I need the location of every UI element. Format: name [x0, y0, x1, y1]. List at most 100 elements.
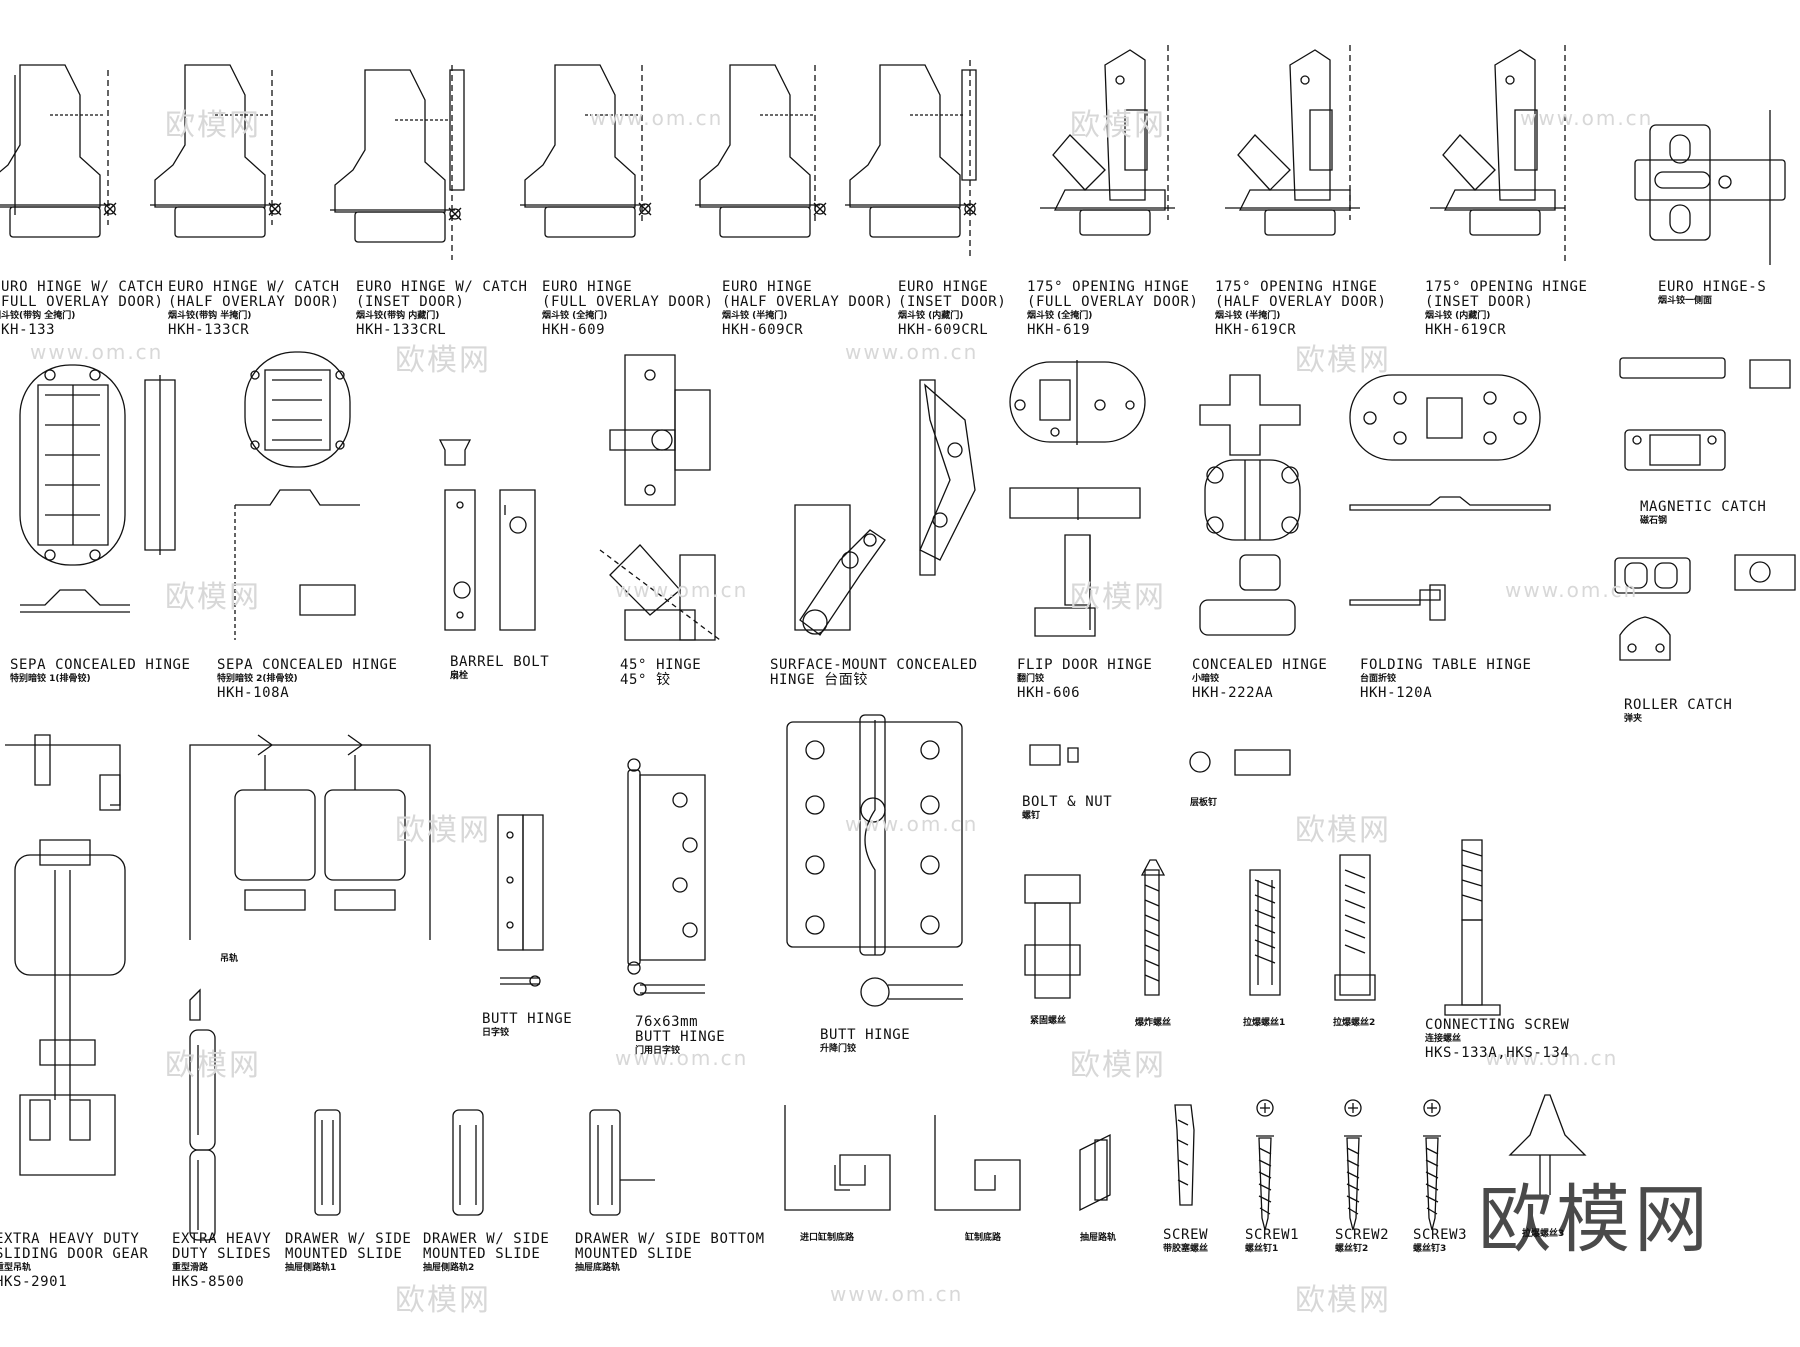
caption-cn: 烟斗铰 (全掩门)	[542, 311, 608, 321]
magnetic-catch	[1620, 358, 1790, 470]
caption-line: EURO HINGE-S	[1658, 279, 1767, 295]
caption-code: HKS-2901	[0, 1274, 68, 1290]
watermark: www.om.cn	[1485, 1046, 1619, 1070]
euro-hinge-hkh-609	[519, 64, 652, 238]
watermark: 欧模网	[1295, 1283, 1391, 1318]
hinge-175-hkh-619	[1039, 45, 1176, 236]
caption-cn: 烟斗铰(带钩 半掩门)	[168, 311, 252, 321]
caption-line: MOUNTED SLIDE	[575, 1246, 693, 1262]
watermark: www.om.cn	[30, 340, 164, 364]
caption-line: FLIP DOOR HINGE	[1017, 657, 1153, 673]
bolt-and-nut-fastener	[1025, 745, 1080, 998]
caption-line: (HALF OVERLAY DOOR)	[1215, 294, 1387, 310]
caption: 缸制底路	[965, 1232, 1001, 1245]
caption-line: 76x63mm	[635, 1014, 699, 1030]
watermark: www.om.cn	[1520, 106, 1654, 130]
barrel-bolt	[440, 440, 535, 630]
caption-line: FOLDING TABLE HINGE	[1360, 657, 1532, 673]
watermark: 欧模网	[1070, 580, 1166, 615]
caption-line: 175° OPENING HINGE	[1215, 279, 1378, 295]
caption: 紧固螺丝	[1030, 1015, 1066, 1028]
caption-line: 175° OPENING HINGE	[1027, 279, 1190, 295]
surface-mount-concealed-hinge	[795, 380, 975, 635]
euro-hinge-hkh-133cr	[149, 64, 282, 238]
caption-line: 175° OPENING HINGE	[1425, 279, 1588, 295]
sepa-concealed-hinge-2	[235, 352, 505, 640]
screw-3	[1422, 1099, 1442, 1231]
imported-steel-bottom-runner	[785, 1105, 890, 1210]
caption-code: HKH-120A	[1360, 685, 1433, 701]
caption-cn: 螺丝钉2	[1335, 1244, 1369, 1254]
caption: EURO HINGE W/ CATCH(HALF OVERLAY DOOR)烟斗…	[168, 280, 340, 338]
caption-cn: 烟斗铰 (全掩门)	[1027, 311, 1093, 321]
pull-expansion-screw-2	[1335, 855, 1375, 1000]
caption: 爆炸螺丝	[1135, 1017, 1171, 1030]
caption-code: HKS-133A,HKS-134	[1425, 1045, 1570, 1061]
caption-cn: 连接螺丝	[1425, 1034, 1462, 1044]
watermark: www.om.cn	[830, 1282, 964, 1306]
watermark: www.om.cn	[845, 812, 979, 836]
caption-line: (HALF OVERLAY DOOR)	[168, 294, 340, 310]
caption: 拉爆螺丝2	[1333, 1017, 1375, 1030]
caption-line: (INSET DOOR)	[898, 294, 1007, 310]
flip-door-hinge	[1010, 360, 1145, 636]
hanging-track	[190, 735, 430, 940]
shelf-pin	[1190, 750, 1290, 775]
caption-cn: 吊轨	[220, 954, 239, 964]
watermark: 欧模网	[395, 813, 491, 848]
caption-line: CONNECTING SCREW	[1425, 1017, 1570, 1033]
caption-line: EURO HINGE	[722, 279, 813, 295]
caption-cn: 磁石钢	[1640, 516, 1668, 526]
caption-line: BARREL BOLT	[450, 654, 550, 670]
caption-line: DUTY SLIDES	[172, 1246, 272, 1262]
butt-hinge-76x63	[628, 759, 705, 995]
caption-cn: 弹夹	[1624, 714, 1643, 724]
caption-line: EXTRA HEAVY DUTY	[0, 1231, 140, 1247]
caption: 吊轨	[220, 953, 238, 966]
caption-cn: 烟斗铰 (半掩门)	[722, 311, 788, 321]
caption-line: EURO HINGE W/ CATCH	[356, 279, 528, 295]
caption-cn: 日字铰	[482, 1028, 510, 1038]
caption: 175° OPENING HINGE(INSET DOOR)烟斗铰 (内藏门)H…	[1425, 280, 1588, 338]
caption-line: SURFACE-MOUNT CONCEALED	[770, 657, 978, 673]
caption-cn: 特别暗铰 2(排骨铰)	[217, 674, 298, 684]
watermark: www.om.cn	[590, 106, 724, 130]
caption-line: EURO HINGE W/ CATCH	[168, 279, 340, 295]
caption-cn: 拉爆螺丝3	[1522, 1229, 1565, 1239]
caption-cn: 螺丝钉3	[1413, 1244, 1447, 1254]
caption-cn: 特别暗铰 1(排骨铰)	[10, 674, 91, 684]
watermark: 欧模网	[1295, 813, 1391, 848]
watermark: www.om.cn	[615, 1046, 749, 1070]
watermark: 欧模网	[165, 1048, 261, 1083]
caption-line: MOUNTED SLIDE	[423, 1246, 541, 1262]
caption: 进口缸制底路	[800, 1232, 854, 1245]
caption-cn: 拉爆螺丝1	[1243, 1018, 1286, 1028]
caption-cn: 抽屉路轨	[1080, 1233, 1117, 1243]
caption-line: EXTRA HEAVY	[172, 1231, 272, 1247]
drawer-side-mounted-slide-1	[315, 1110, 340, 1215]
caption-code: HKH-133	[0, 322, 56, 338]
caption-line: (INSET DOOR)	[356, 294, 465, 310]
caption-code: HKH-133CRL	[356, 322, 447, 338]
drawer-side-mounted-slide-2	[453, 1110, 483, 1215]
caption-line: SCREW2	[1335, 1227, 1390, 1243]
extra-heavy-duty-sliding-door-gear	[5, 735, 125, 1175]
caption-line: BUTT HINGE	[482, 1011, 573, 1027]
caption-line: EURO HINGE	[542, 279, 633, 295]
caption-cn: 烟斗铰 (内藏门)	[1425, 311, 1491, 321]
caption-code: HKH-619	[1027, 322, 1091, 338]
caption-line: (INSET DOOR)	[1425, 294, 1534, 310]
caption-cn: 带胶塞螺丝	[1163, 1244, 1209, 1254]
